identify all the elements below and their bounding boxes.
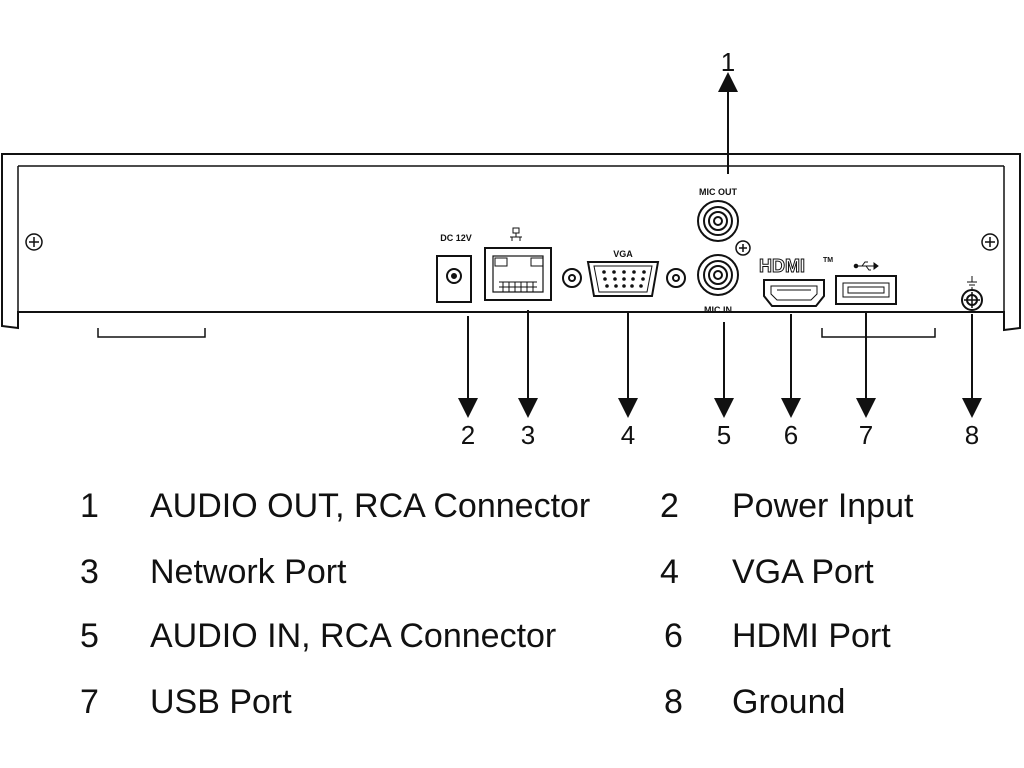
network-icon [510,227,522,241]
legend-number: 5 [80,617,99,655]
vga-label: VGA [613,249,633,259]
hdmi-tm: TM [823,257,833,264]
legend-number: 7 [80,683,99,721]
legend-number: 8 [664,683,683,721]
mic-in-label: MIC IN [704,305,732,315]
network-port [484,247,552,301]
power-input-port [436,255,472,303]
callout-5: 5 [717,420,731,450]
legend-label: VGA Port [732,553,874,591]
mic-in-rca-connector [697,254,739,296]
legend-label: Ground [732,683,846,721]
dc-label: DC 12V [440,233,472,243]
left-screw-icon [25,233,43,251]
vga-pins [602,270,646,288]
legend-label: Network Port [150,553,347,591]
usb-icon [853,261,879,271]
legend-label: Power Input [732,487,914,525]
legend-label: USB Port [150,683,292,721]
mic-out-rca-connector [697,200,739,242]
legend-number: 4 [660,553,679,591]
rear-panel-diagram: DC 12V VGA MIC OUT [1,47,1021,450]
callout-1: 1 [721,47,735,77]
legend-number: 1 [80,487,99,525]
usb-port [835,275,897,305]
callout-4: 4 [621,420,635,450]
legend-label: HDMI Port [732,617,891,655]
callout-2: 2 [461,420,475,450]
hdmi-logo: HDMI [759,256,805,276]
right-screw-icon [981,233,999,251]
nvr-chassis [1,153,1021,338]
callout-lines [458,72,982,418]
callout-8: 8 [965,420,979,450]
hdmi-port [763,279,825,307]
ground-icon [967,276,977,289]
callout-3: 3 [521,420,535,450]
legend-number: 3 [80,553,99,591]
callout-7: 7 [859,420,873,450]
legend-number: 6 [664,617,683,655]
center-screw-icon [735,240,751,256]
legend-number: 2 [660,487,679,525]
legend-label: AUDIO IN, RCA Connector [150,617,557,655]
callout-6: 6 [784,420,798,450]
mic-out-label: MIC OUT [699,187,737,197]
ground-screw [961,289,983,311]
vga-port [562,261,686,297]
legend-label: AUDIO OUT, RCA Connector [150,487,591,525]
